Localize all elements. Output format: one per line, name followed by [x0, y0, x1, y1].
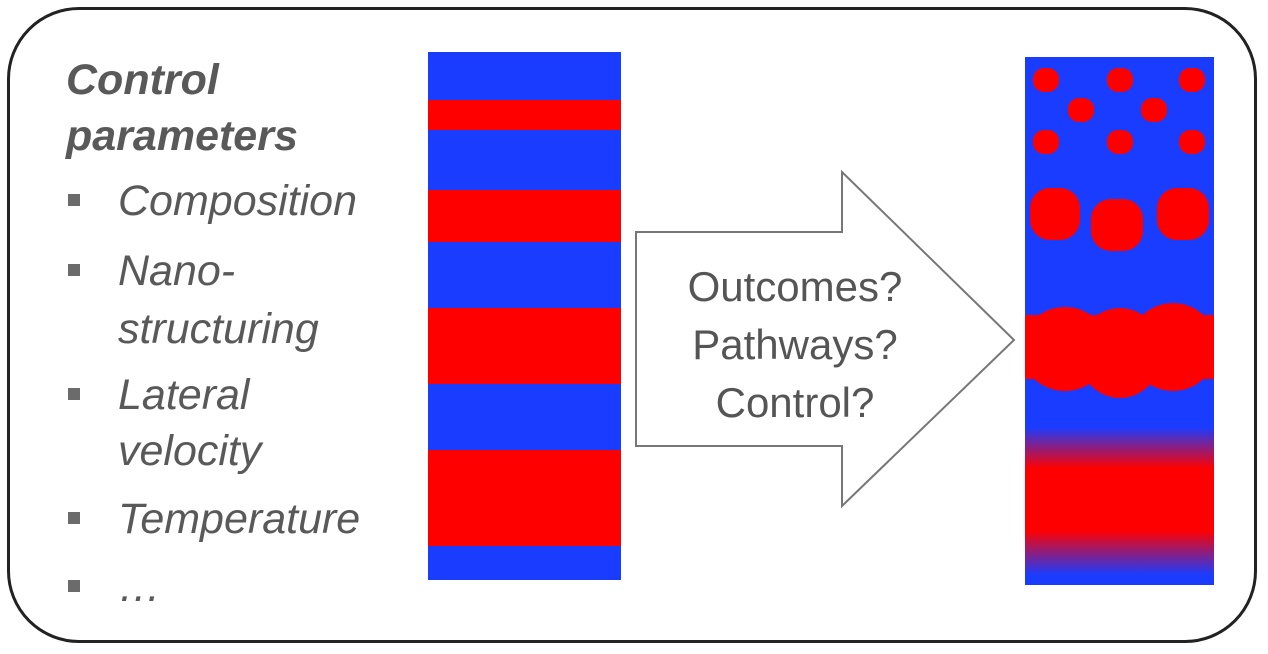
list-item-text: structuring — [118, 305, 319, 353]
bullet-square-icon — [68, 264, 80, 276]
small-droplet — [1107, 130, 1133, 154]
small-droplet — [1033, 130, 1059, 154]
small-droplet — [1068, 98, 1094, 122]
arrow-line-control: Control? — [715, 379, 875, 426]
small-droplet — [1179, 130, 1205, 154]
red-layer — [428, 450, 621, 546]
diagram-frame — [7, 7, 1257, 643]
outcome-morphologies-strip — [1025, 57, 1214, 585]
red-layer — [428, 100, 621, 130]
arrow-shape — [635, 169, 1016, 509]
list-item-text: Lateral — [118, 371, 250, 419]
initial-layers-strip — [428, 52, 621, 580]
small-droplet — [1107, 68, 1133, 92]
arrow-line-outcomes: Outcomes? — [687, 263, 903, 310]
arrow-line-pathways: Pathways? — [692, 321, 898, 368]
small-droplet — [1033, 68, 1059, 92]
bullet-square-icon — [68, 388, 80, 400]
list-item-text: velocity — [118, 427, 262, 475]
arrow-questions: Outcomes? Pathways? Control? — [650, 258, 940, 432]
bullet-square-icon — [68, 194, 80, 206]
bullet-square-icon — [68, 512, 80, 524]
graded-layer — [1025, 427, 1214, 575]
small-droplet — [1141, 98, 1167, 122]
large-droplet — [1091, 199, 1143, 251]
list-item-text: Nano- — [118, 247, 236, 295]
large-droplet — [1157, 188, 1209, 240]
control-parameters-heading: Control parameters — [66, 52, 298, 164]
red-layer — [428, 190, 621, 242]
merged-domain — [1025, 315, 1214, 379]
red-layer — [428, 308, 621, 384]
bullet-square-icon — [68, 580, 80, 592]
large-droplet — [1030, 188, 1080, 240]
list-item-text: Composition — [118, 177, 357, 225]
list-item-text: Temperature — [118, 495, 361, 543]
list-item-text: … — [118, 563, 161, 611]
heading-line-1: Control — [66, 56, 219, 104]
heading-line-2: parameters — [66, 112, 298, 160]
small-droplet — [1179, 68, 1205, 92]
